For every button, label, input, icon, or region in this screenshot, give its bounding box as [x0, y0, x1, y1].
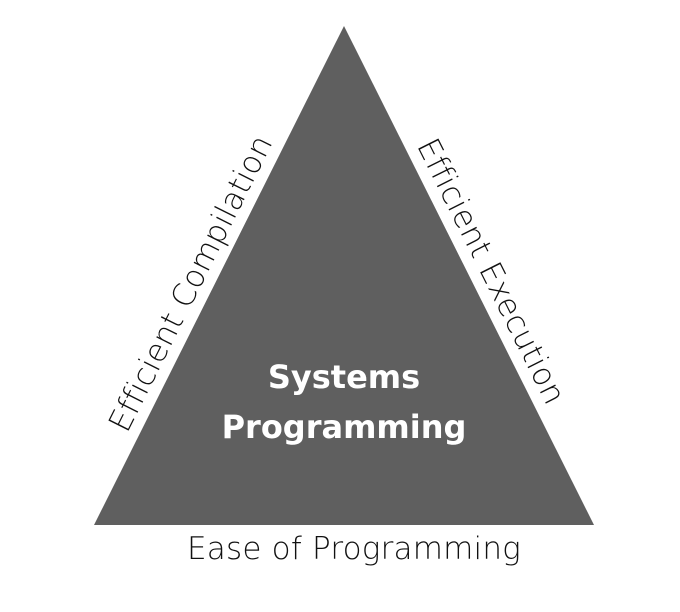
- bottom-side-label: Ease of Programming: [187, 531, 521, 567]
- center-title-line-2: Programming: [222, 408, 467, 446]
- triangle-shape: [94, 26, 594, 525]
- center-title-line-1: Systems: [268, 358, 420, 396]
